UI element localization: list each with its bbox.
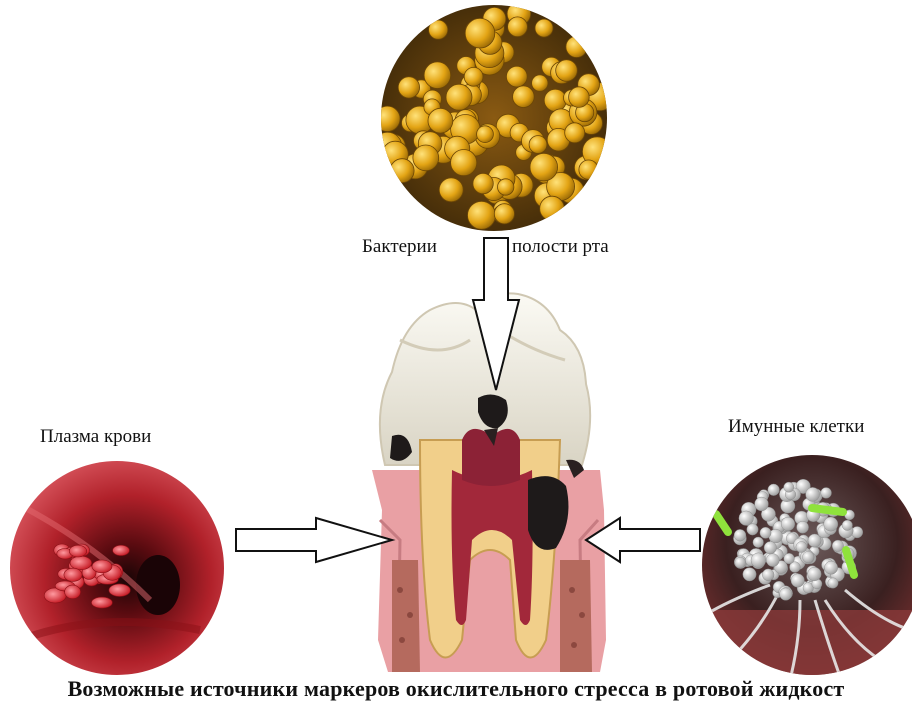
arrow-right bbox=[236, 518, 392, 562]
bacteria-label: Бактерии bbox=[362, 236, 437, 258]
bacteria-image bbox=[373, 2, 613, 231]
figure-caption: Возможные источники маркеров окислительн… bbox=[0, 676, 912, 702]
immune-cells-label: Имунные клетки bbox=[728, 416, 864, 438]
blood-plasma-image bbox=[10, 461, 224, 675]
oral-cavity-label: полости рта bbox=[512, 236, 609, 258]
immune-cells-image bbox=[700, 455, 912, 690]
blood-plasma-label: Плазма крови bbox=[40, 426, 151, 448]
